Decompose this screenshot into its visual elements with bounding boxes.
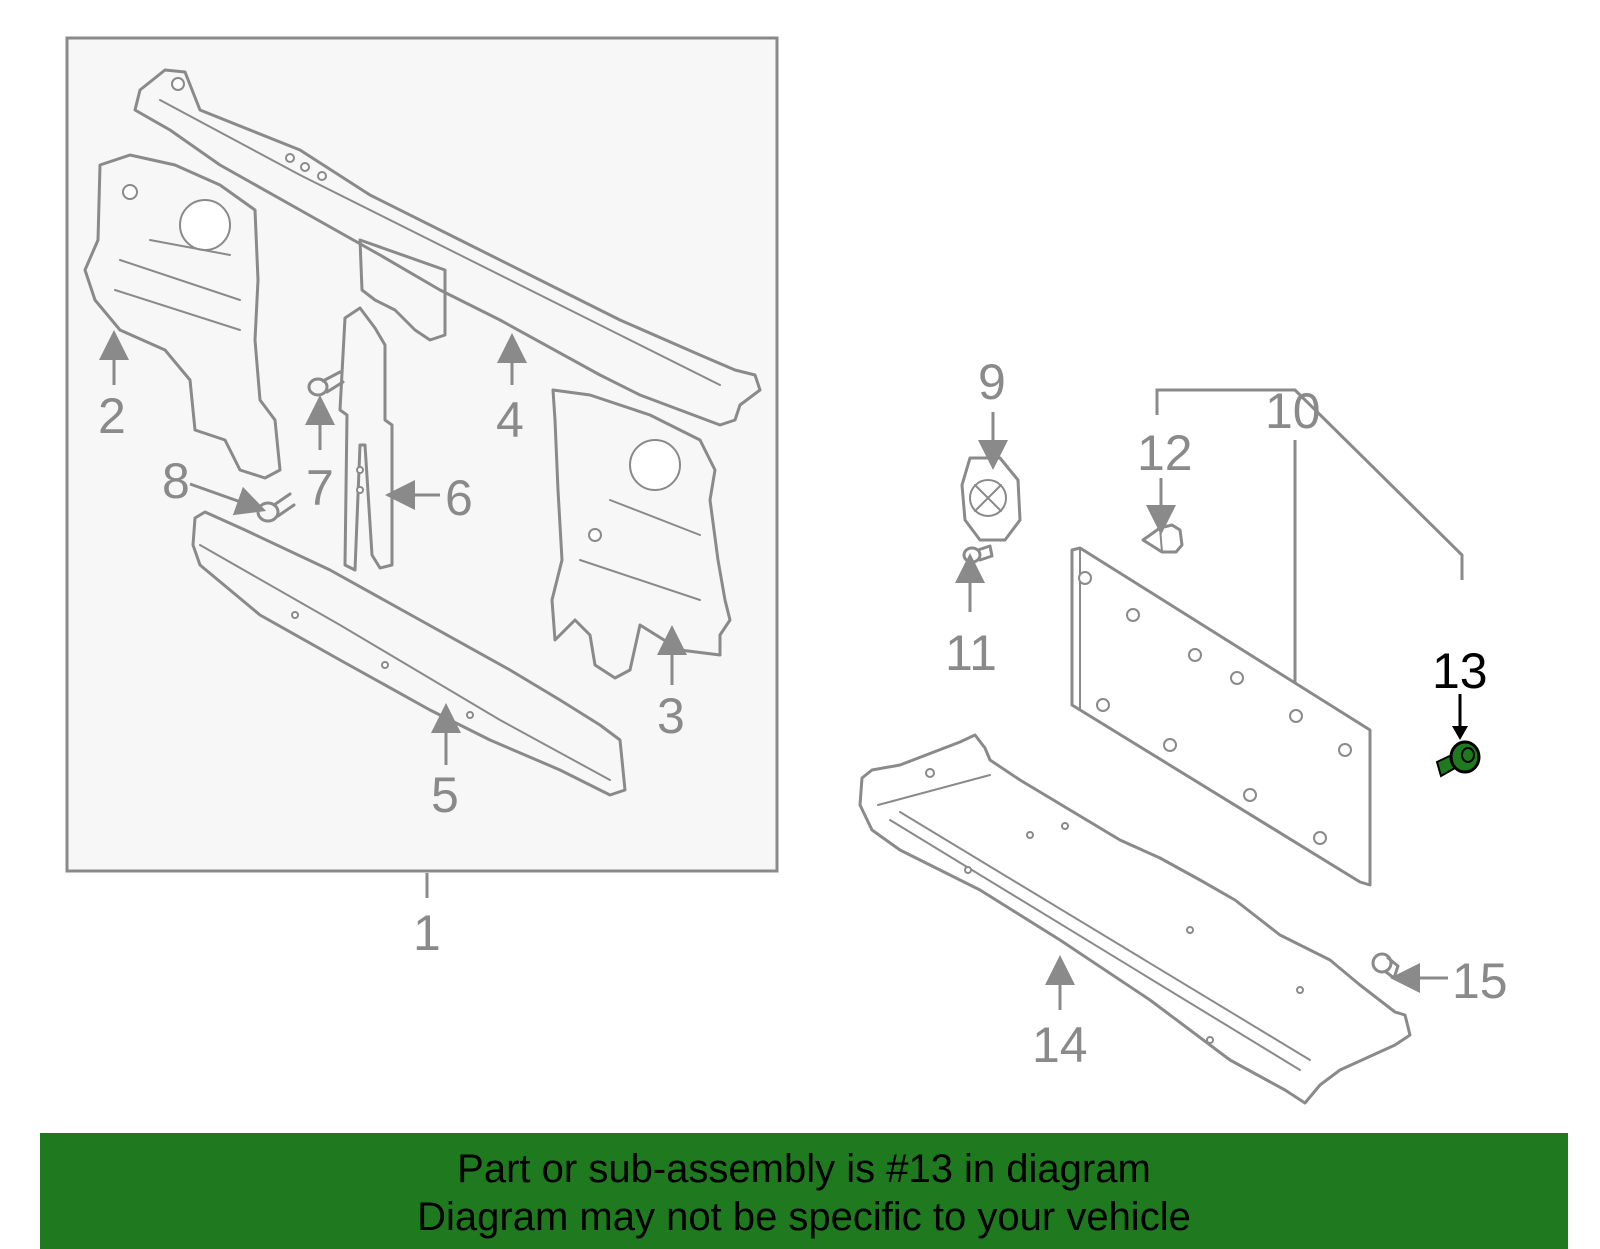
callout-1[interactable]: 1 [413,905,441,961]
part-6-center-support[interactable] [338,306,394,572]
callout-7[interactable]: 7 [306,460,334,516]
part-12-clip[interactable] [1141,523,1184,554]
callout-13[interactable]: 13 [1432,643,1488,699]
callout-15[interactable]: 15 [1452,953,1508,1009]
callout-8[interactable]: 8 [162,453,190,509]
part-15-clip[interactable] [1371,952,1400,980]
callout-12[interactable]: 12 [1137,425,1193,481]
callout-9[interactable]: 9 [978,354,1006,410]
callout-10-bracket [1155,388,1464,580]
banner-line-part: Part or sub-assembly is #13 in diagram [457,1147,1151,1191]
callout-14[interactable]: 14 [1032,1017,1088,1073]
callout-2[interactable]: 2 [98,388,126,444]
callout-10[interactable]: 10 [1265,383,1321,439]
part-14-under-cover[interactable] [858,733,1412,1105]
part-5-lower-tie-bar[interactable] [191,510,627,797]
part-10-plate[interactable] [1070,546,1372,887]
callout-8-leader [189,482,267,516]
part-9-seal[interactable] [960,456,1022,542]
callout-4[interactable]: 4 [496,392,524,448]
callout-5[interactable]: 5 [431,767,459,823]
callout-11[interactable]: 11 [945,625,997,681]
part-13-bolt-highlighted[interactable] [1435,740,1481,778]
info-banner: Part or sub-assembly is #13 in diagram D… [40,1133,1568,1249]
banner-line-disclaimer: Diagram may not be specific to your vehi… [417,1195,1191,1239]
callout-3[interactable]: 3 [657,688,685,744]
part-11-clip[interactable] [962,544,994,564]
part-4-upper-tie-bar[interactable] [133,68,762,427]
callout-6[interactable]: 6 [445,470,473,526]
part-2-left-side-panel[interactable] [83,153,282,480]
